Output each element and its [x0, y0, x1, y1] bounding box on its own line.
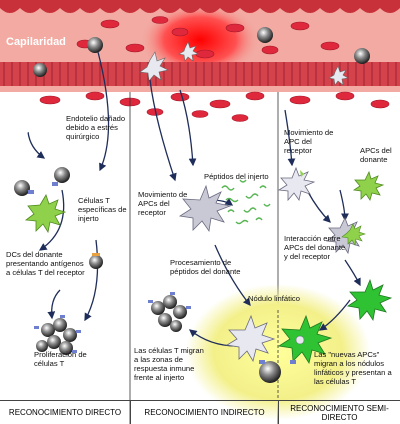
donor-apcs-semidirect: [352, 170, 385, 201]
t-cell-cluster-indirect: [148, 292, 191, 332]
endothelium-bottom: [0, 62, 400, 86]
t-cell-proliferation-direct: [34, 315, 81, 355]
label-procesamiento: Procesamiento de péptidos del donante: [170, 258, 241, 276]
label-interaccion: Interacción entre APCs del donante y del…: [284, 234, 346, 261]
label-endotelio: Endotelio dañado debido a estrés quirúrg…: [66, 114, 126, 141]
label-proliferacion: Proliferación de células T: [34, 350, 87, 368]
label-nodulo-linfatico: Nódulo linfático: [248, 294, 300, 303]
footer-directo: RECONOCIMIENTO DIRECTO: [0, 400, 130, 424]
graft-peptides: [221, 179, 271, 225]
footer-semidirecto: RECONOCIMIENTO SEMI-DIRECTO: [278, 400, 400, 424]
red-blood-cells-tissue: [39, 91, 390, 122]
t-cell-specific: [89, 253, 103, 269]
label-movimiento-apcs-receptor: Movimiento de APCs del receptor: [138, 190, 188, 217]
receptor-apc-semidirect: [277, 166, 316, 202]
label-capilaridad: Capilaridad: [6, 36, 66, 48]
label-movimiento-apc-receptor: Movimiento de APC del receptor: [284, 128, 334, 155]
label-injerto: Injerto: [10, 124, 44, 136]
label-dcs-donante: DCs del donante presentando antígenos a …: [6, 250, 85, 277]
red-blood-cells-lumen: [76, 16, 340, 59]
label-peptidos-injerto: Péptidos del injerto: [204, 172, 269, 181]
inflammation-zone: [140, 2, 260, 78]
donor-dc-direct: [14, 167, 70, 234]
label-nuevas-apcs: Las "nuevas APCs" migran a los nódulos l…: [314, 350, 392, 386]
label-apcs-donante: APCs del donante: [360, 146, 392, 164]
label-celulas-t-especificas: Células T específicas de injerto: [78, 196, 127, 223]
footer-indirecto: RECONOCIMIENTO INDIRECTO: [130, 400, 278, 424]
endothelium-top: [0, 0, 400, 13]
receptor-apc-indirect: [178, 184, 232, 233]
interaction-apcs-semidirect: [325, 217, 366, 255]
new-apc-lymph-node: [277, 314, 333, 365]
t-cells-capillary: [33, 27, 370, 77]
label-celulas-t-migran: Las células T migran a las zonas de resp…: [134, 346, 204, 382]
new-apc-migrating: [346, 278, 393, 322]
apc-capillary: [139, 41, 349, 86]
lymph-node-apc-indirect: [225, 314, 281, 383]
